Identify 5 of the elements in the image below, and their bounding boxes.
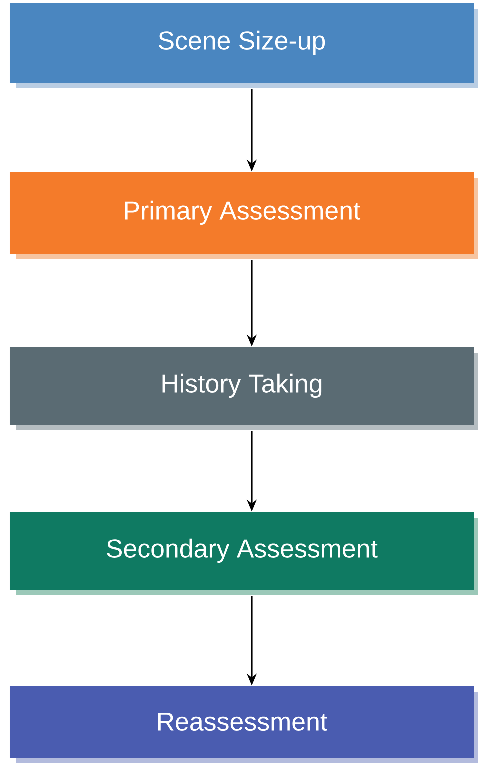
process-box: History Taking (10, 347, 478, 430)
process-box: Reassessment (10, 686, 478, 763)
process-box: Primary Assessment (10, 172, 478, 259)
process-box: Secondary Assessment (10, 512, 478, 595)
process-box: Scene Size-up (10, 3, 478, 88)
